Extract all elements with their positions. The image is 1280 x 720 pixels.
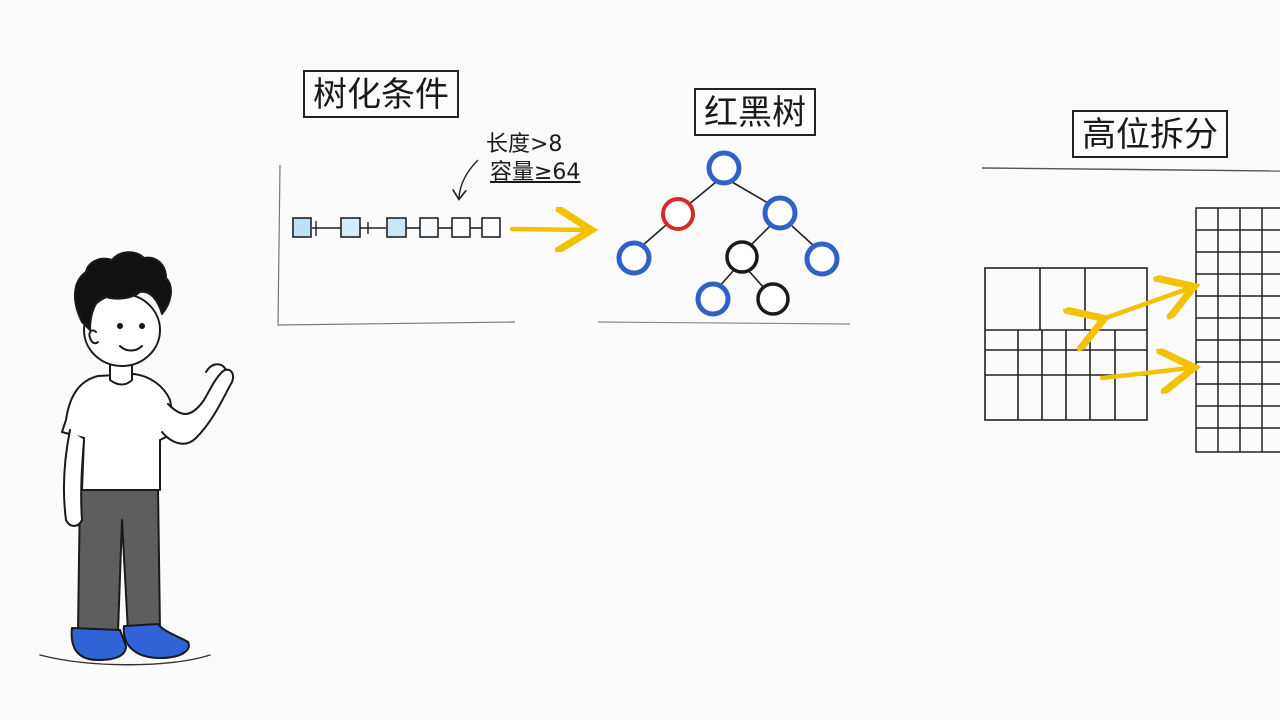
split-arrow-upper: [1100, 288, 1190, 320]
list-node: [386, 217, 407, 238]
old-table-grid: [984, 267, 1148, 421]
rbtree-title: 红黑树: [694, 88, 816, 136]
list-node: [481, 217, 501, 238]
tree-node-blue: [695, 281, 731, 317]
rbtree-nodes: [616, 150, 840, 317]
treeify-condition-capacity: 容量≥64: [490, 160, 581, 185]
treeify-arrow: [509, 229, 587, 230]
linked-list: [292, 217, 501, 238]
split-title: 高位拆分: [1072, 110, 1228, 158]
list-node: [451, 217, 471, 238]
treeify-title: 树化条件: [303, 70, 459, 118]
tree-node-blue: [762, 195, 798, 231]
person-waving-icon: [39, 251, 234, 666]
tree-node-blue: [804, 241, 840, 277]
new-table-grid: [1195, 207, 1280, 453]
split-arrow-lower: [1099, 368, 1190, 378]
treeify-condition-length: 长度>8: [486, 132, 563, 157]
list-node: [292, 217, 312, 238]
tree-node-blue: [616, 240, 652, 276]
tree-node-black: [725, 240, 759, 274]
tree-node-black: [756, 282, 790, 316]
list-node: [419, 217, 439, 238]
rbtree-panel-frame: [597, 321, 851, 325]
condition-pointer-arrow: [459, 159, 479, 198]
split-panel-frame: [981, 167, 1280, 172]
list-node: [340, 217, 361, 238]
tree-node-red: [661, 197, 695, 231]
tree-node-blue: [706, 150, 742, 186]
treeify-panel-frame: [277, 164, 516, 326]
